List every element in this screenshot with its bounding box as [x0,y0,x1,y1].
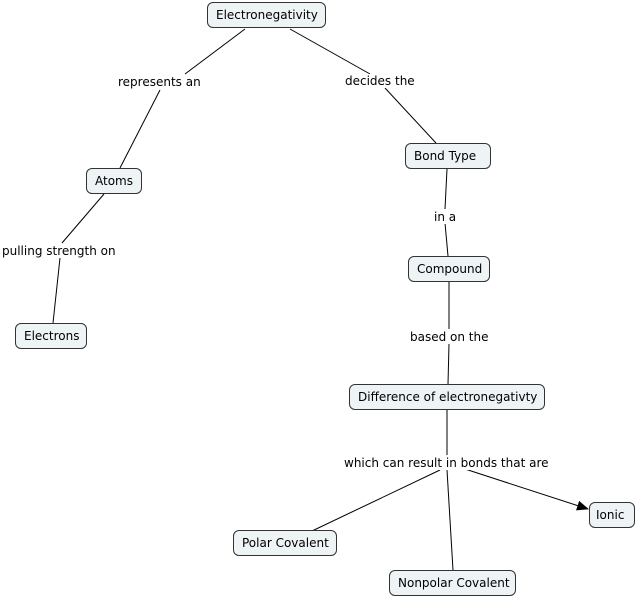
concept-electronegativity[interactable]: Electronegativity [207,2,326,28]
connector-result-to-polar [311,469,441,532]
concept-nonpolar-covalent[interactable]: Nonpolar Covalent [389,570,516,596]
concept-polar-covalent[interactable]: Polar Covalent [233,530,337,556]
link-label-pulling-strength-on: pulling strength on [0,244,118,258]
concept-electrons[interactable]: Electrons [15,323,87,349]
concept-difference-of-electronegativity[interactable]: Difference of electronegativty [349,384,545,410]
connector-represents-to-atoms [119,89,161,169]
concept-ionic[interactable]: Ionic [589,502,635,528]
link-label-represents-an: represents an [116,75,203,89]
connector-bond-type-to-in-a [444,168,448,210]
connector-based-on-to-difference [447,343,450,385]
link-label-decides-the: decides the [343,74,417,88]
connector-atoms-to-pulling [61,193,105,244]
concept-bond-type[interactable]: Bond Type [405,143,491,169]
concept-compound[interactable]: Compound [408,256,490,282]
connector-electronegativity-to-decides [289,28,371,75]
link-label-based-on-the: based on the [408,330,491,344]
link-label-which-can-result: which can result in bonds that are [342,456,551,470]
connector-pulling-to-electrons [52,257,61,324]
connector-in-a-to-compound [444,222,449,257]
connector-result-to-ionic-arrow [464,468,589,511]
connector-electronegativity-to-represents [184,28,246,75]
connector-decides-to-bond-type [384,87,437,144]
connector-result-to-nonpolar [446,469,454,571]
link-label-in-a: in a [432,210,459,224]
concept-atoms[interactable]: Atoms [86,168,142,194]
